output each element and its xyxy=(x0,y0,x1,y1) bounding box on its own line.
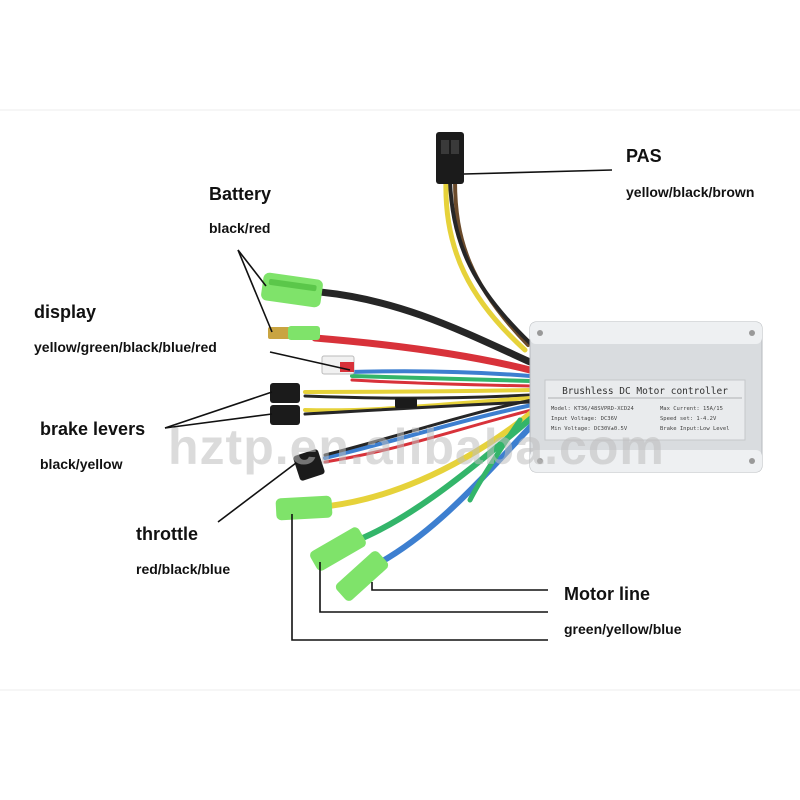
brake-wire-yellow-1 xyxy=(303,388,532,394)
leader-motor-2 xyxy=(319,562,548,613)
display-wire-red xyxy=(350,378,532,388)
controller-spec-brake-input: Brake Input:Low Level xyxy=(660,426,730,432)
motor-connector-green xyxy=(310,527,366,571)
throttle-wire-red xyxy=(323,408,534,464)
throttle-wire-black xyxy=(323,398,534,457)
motor-line-colors: green/yellow/blue xyxy=(564,621,682,637)
motor-wire-yellow xyxy=(302,407,538,511)
controller-spec-min-voltage: Min Voltage: DC30V±0.5V xyxy=(551,426,628,432)
brake-connector-1 xyxy=(270,383,300,403)
pas-title: PAS xyxy=(626,146,662,166)
controller-spec-input-voltage: Input Voltage: DC36V xyxy=(551,416,618,422)
leader-display xyxy=(269,351,351,371)
pas-wire-black xyxy=(448,178,532,345)
display-wire-green xyxy=(350,374,532,383)
wire-bundle xyxy=(302,177,538,575)
watermark-text: hztp.en.alibaba.com xyxy=(168,419,665,475)
controller-box xyxy=(529,321,763,473)
motor-connector-blue xyxy=(335,551,389,601)
throttle-title: throttle xyxy=(136,524,198,544)
leader-motor-1 xyxy=(371,582,548,591)
battery-connector-black xyxy=(261,272,323,308)
motor-wire-blue xyxy=(359,419,538,575)
pas-connector xyxy=(436,132,464,184)
brake-levers-colors: black/yellow xyxy=(40,456,123,472)
throttle-connector xyxy=(293,449,325,481)
leader-lines xyxy=(164,169,613,641)
leader-pas xyxy=(463,169,613,175)
leader-brake-2 xyxy=(164,413,273,429)
brake-levers-title: brake levers xyxy=(40,419,146,439)
motor-connector-yellow xyxy=(275,495,333,521)
battery-connector-red xyxy=(268,326,320,340)
battery-wire-black xyxy=(316,288,534,366)
display-colors: yellow/green/black/blue/red xyxy=(34,339,217,355)
leader-brake-1 xyxy=(164,391,273,429)
throttle-wire-blue xyxy=(323,403,534,460)
display-wire-blue xyxy=(348,369,532,378)
controller-spec-max-current: Max Current: 15A/15 xyxy=(660,406,723,412)
battery-wire-red xyxy=(311,334,534,374)
battery-title: Battery xyxy=(209,184,272,204)
controller-spec-speed-set: Speed set: 1-4.2V xyxy=(660,416,717,422)
leader-motor-3 xyxy=(291,514,548,641)
brake-wire-black-1 xyxy=(303,393,532,400)
brake-heatshrink xyxy=(395,398,417,408)
brake-connector-2 xyxy=(270,405,300,425)
pas-colors: yellow/black/brown xyxy=(626,184,755,200)
leader-battery-2 xyxy=(237,249,273,333)
motor-wire-green-2 xyxy=(467,417,523,503)
controller-spec-model: Model: KT36/48SVPRD-XCD24 xyxy=(551,406,634,412)
pas-wire-yellow xyxy=(443,177,528,353)
controller-title: Brushless DC Motor controller xyxy=(562,386,728,397)
leader-throttle xyxy=(217,459,301,523)
display-title: display xyxy=(34,302,97,322)
pas-wire-brown xyxy=(453,178,530,347)
battery-colors: black/red xyxy=(209,220,271,236)
throttle-colors: red/black/blue xyxy=(136,561,231,577)
leader-battery-1 xyxy=(237,249,267,287)
motor-line-title: Motor line xyxy=(564,584,650,604)
